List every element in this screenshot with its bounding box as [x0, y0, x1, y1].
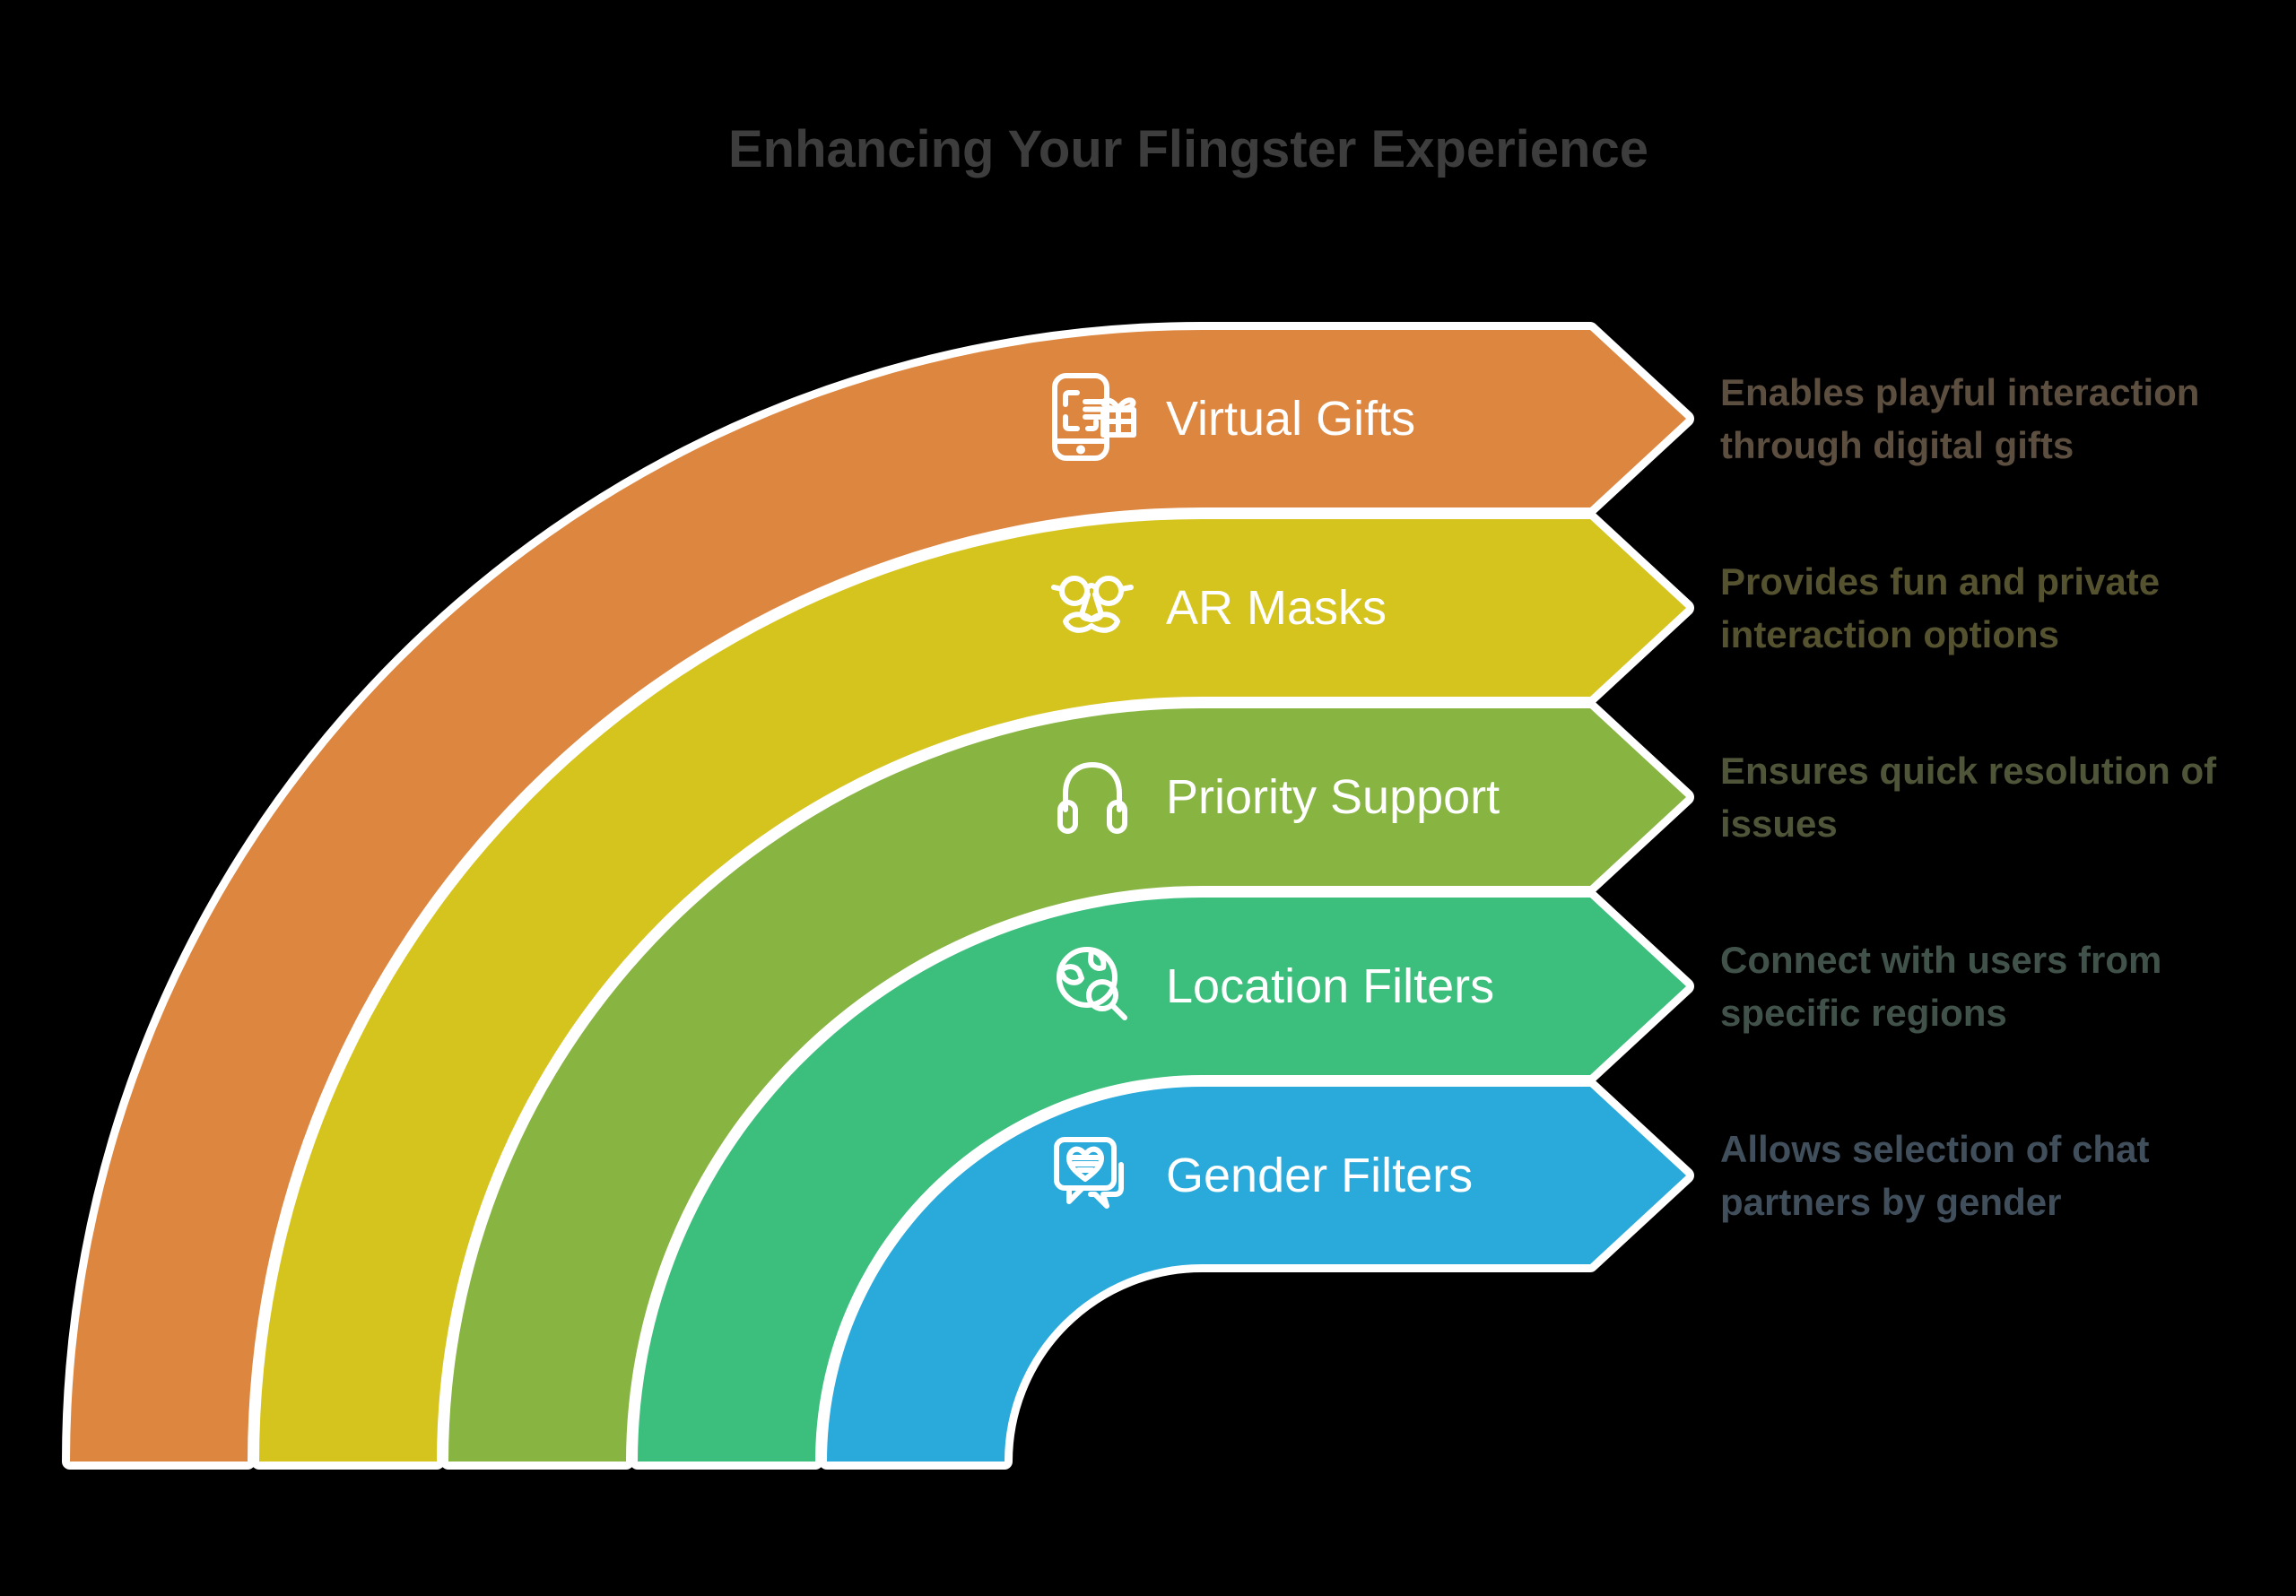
band-arc-priority-support: [448, 708, 1686, 1462]
headphones-icon: [1046, 750, 1139, 844]
desc-line: Enables playful interaction: [1720, 371, 2200, 413]
band-desc-gender-filters: Allows selection of chat partners by gen…: [1720, 1123, 2296, 1228]
band-arc-ar-masks: [259, 519, 1686, 1462]
page-title: Enhancing Your Flingster Experience: [728, 120, 1648, 178]
band-arc-location-filters: [638, 898, 1686, 1462]
band-arc-virtual-gifts: [70, 330, 1686, 1462]
globe-search-icon: [1046, 940, 1139, 1033]
band-desc-priority-support: Ensures quick resolution of issues: [1720, 744, 2296, 850]
desc-line: through digital gifts: [1720, 424, 2074, 466]
band-desc-ar-masks: Provides fun and private interaction opt…: [1720, 555, 2296, 661]
desc-line: Ensures quick resolution of: [1720, 750, 2217, 792]
band-label-location-filters: Location Filters: [1166, 959, 1495, 1013]
desc-line: Provides fun and private: [1720, 560, 2161, 603]
band-desc-virtual-gifts: Enables playful interaction through digi…: [1720, 366, 2296, 472]
band-label-priority-support: Priority Support: [1166, 770, 1500, 824]
band-arc-gender-filters: [827, 1087, 1686, 1462]
band-label-ar-masks: AR Masks: [1166, 581, 1387, 635]
chat-heart-icon: [1046, 1129, 1139, 1222]
band-desc-location-filters: Connect with users from specific regions: [1720, 933, 2296, 1039]
desc-line: interaction options: [1720, 613, 2059, 655]
band-label-virtual-gifts: Virtual Gifts: [1166, 392, 1416, 446]
desc-line: Allows selection of chat: [1720, 1128, 2150, 1170]
desc-line: issues: [1720, 802, 1838, 845]
desc-line: Connect with users from: [1720, 939, 2162, 981]
band-label-gender-filters: Gender Filters: [1166, 1149, 1474, 1202]
phone-gift-icon: [1046, 372, 1139, 465]
disguise-glasses-icon: [1046, 561, 1139, 655]
desc-line: specific regions: [1720, 992, 2007, 1034]
desc-line: partners by gender: [1720, 1181, 2062, 1223]
